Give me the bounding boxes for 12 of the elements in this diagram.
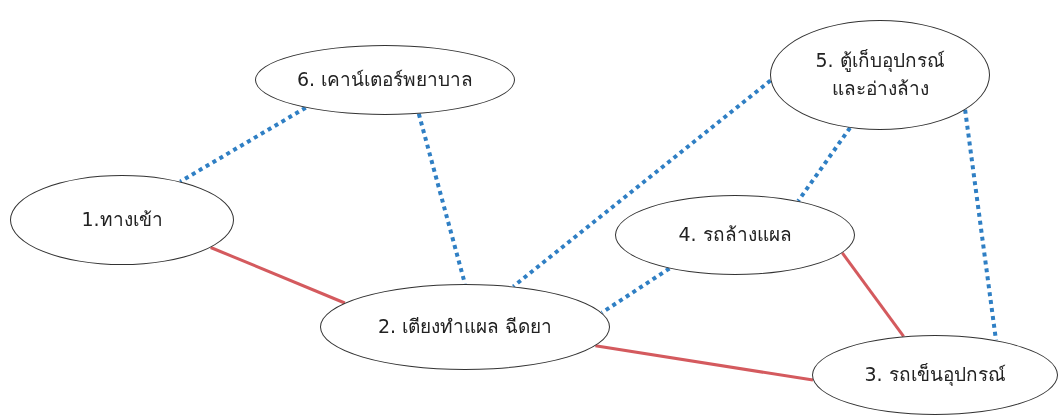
node-label: 4. รถล้างแผล (678, 222, 792, 248)
connector-line (179, 105, 307, 184)
connector-line (595, 344, 814, 382)
node-label: 5. ตู้เก็บอุปกรณ์ และอ่างล้าง (814, 48, 946, 101)
node-label: 6. เคาน์เตอร์พยาบาล (296, 67, 474, 93)
connector-line (210, 246, 346, 305)
node-label: 2. เตียงทำแผล ฉีดยา (377, 314, 553, 340)
connector-line (600, 266, 671, 315)
node-label: 3. รถเข็นอุปกรณ์ (864, 362, 1006, 388)
node-label: 1.ทางเข้า (81, 207, 163, 233)
connector-line (796, 126, 852, 203)
connector-line (512, 78, 772, 289)
